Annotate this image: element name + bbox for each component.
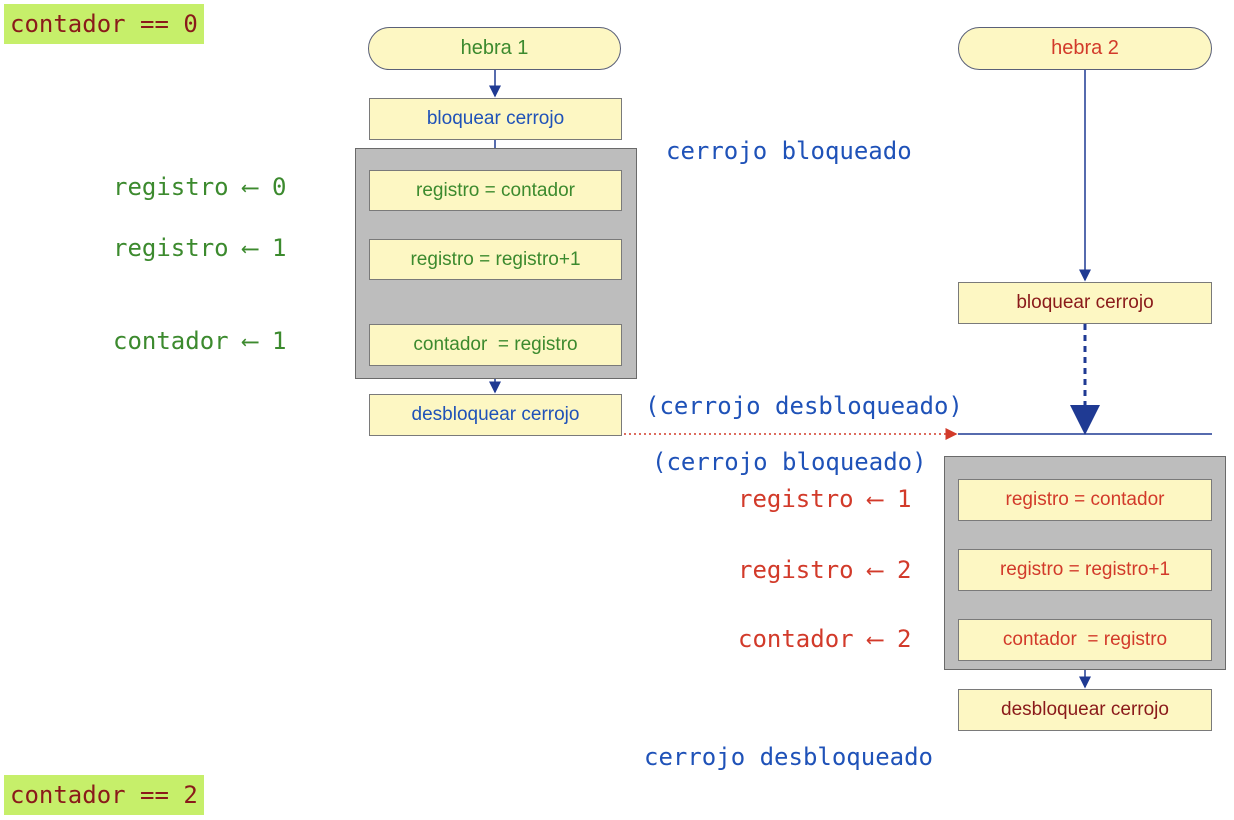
thread2-lock-step: bloquear cerrojo [958, 282, 1212, 324]
thread1-write-step: contador = registro [369, 324, 622, 366]
thread2-annotation-read: registro ⟵ 1 [738, 485, 912, 513]
thread2-unlock-label: desbloquear cerrojo [1001, 699, 1169, 720]
thread2-write-step: contador = registro [958, 619, 1212, 661]
thread2-increment-step: registro = registro+1 [958, 549, 1212, 591]
thread1-lock-step: bloquear cerrojo [369, 98, 622, 140]
thread1-start: hebra 1 [368, 27, 621, 70]
thread1-unlock-label: desbloquear cerrojo [411, 404, 580, 425]
thread1-unlock-step: desbloquear cerrojo [369, 394, 622, 436]
thread2-title: hebra 2 [1051, 37, 1119, 59]
lock-note-unlocked-2: cerrojo desbloqueado [644, 743, 933, 771]
thread1-read-label: registro = contador [416, 179, 575, 201]
thread1-increment-label: registro = registro+1 [410, 248, 581, 270]
thread1-increment-step: registro = registro+1 [369, 239, 622, 280]
thread2-start: hebra 2 [958, 27, 1212, 70]
thread2-annotation-write: contador ⟵ 2 [738, 625, 912, 653]
thread1-title: hebra 1 [460, 37, 529, 59]
thread2-annotation-increment: registro ⟵ 2 [738, 556, 912, 584]
thread1-write-label: contador = registro [413, 334, 578, 355]
lock-note-unlocked-1: (cerrojo desbloqueado) [645, 392, 963, 420]
thread2-write-label: contador = registro [1002, 629, 1168, 650]
thread1-lock-label: bloquear cerrojo [426, 108, 565, 129]
thread1-annotation-increment: registro ⟵ 1 [113, 234, 287, 262]
lock-note-locked-2: (cerrojo bloqueado) [652, 448, 927, 476]
thread2-read-step: registro = contador [958, 479, 1212, 521]
initial-state-tag: contador == 0 [4, 4, 204, 44]
thread1-annotation-write: contador ⟵ 1 [113, 327, 287, 355]
thread1-read-step: registro = contador [369, 170, 622, 211]
thread2-lock-label: bloquear cerrojo [1016, 292, 1154, 313]
thread2-unlock-step: desbloquear cerrojo [958, 689, 1212, 731]
thread2-increment-label: registro = registro+1 [999, 559, 1171, 580]
final-state-tag: contador == 2 [4, 775, 204, 815]
thread1-annotation-read: registro ⟵ 0 [113, 173, 287, 201]
lock-note-locked-1: cerrojo bloqueado [666, 137, 912, 165]
thread2-read-label: registro = contador [1005, 489, 1165, 510]
